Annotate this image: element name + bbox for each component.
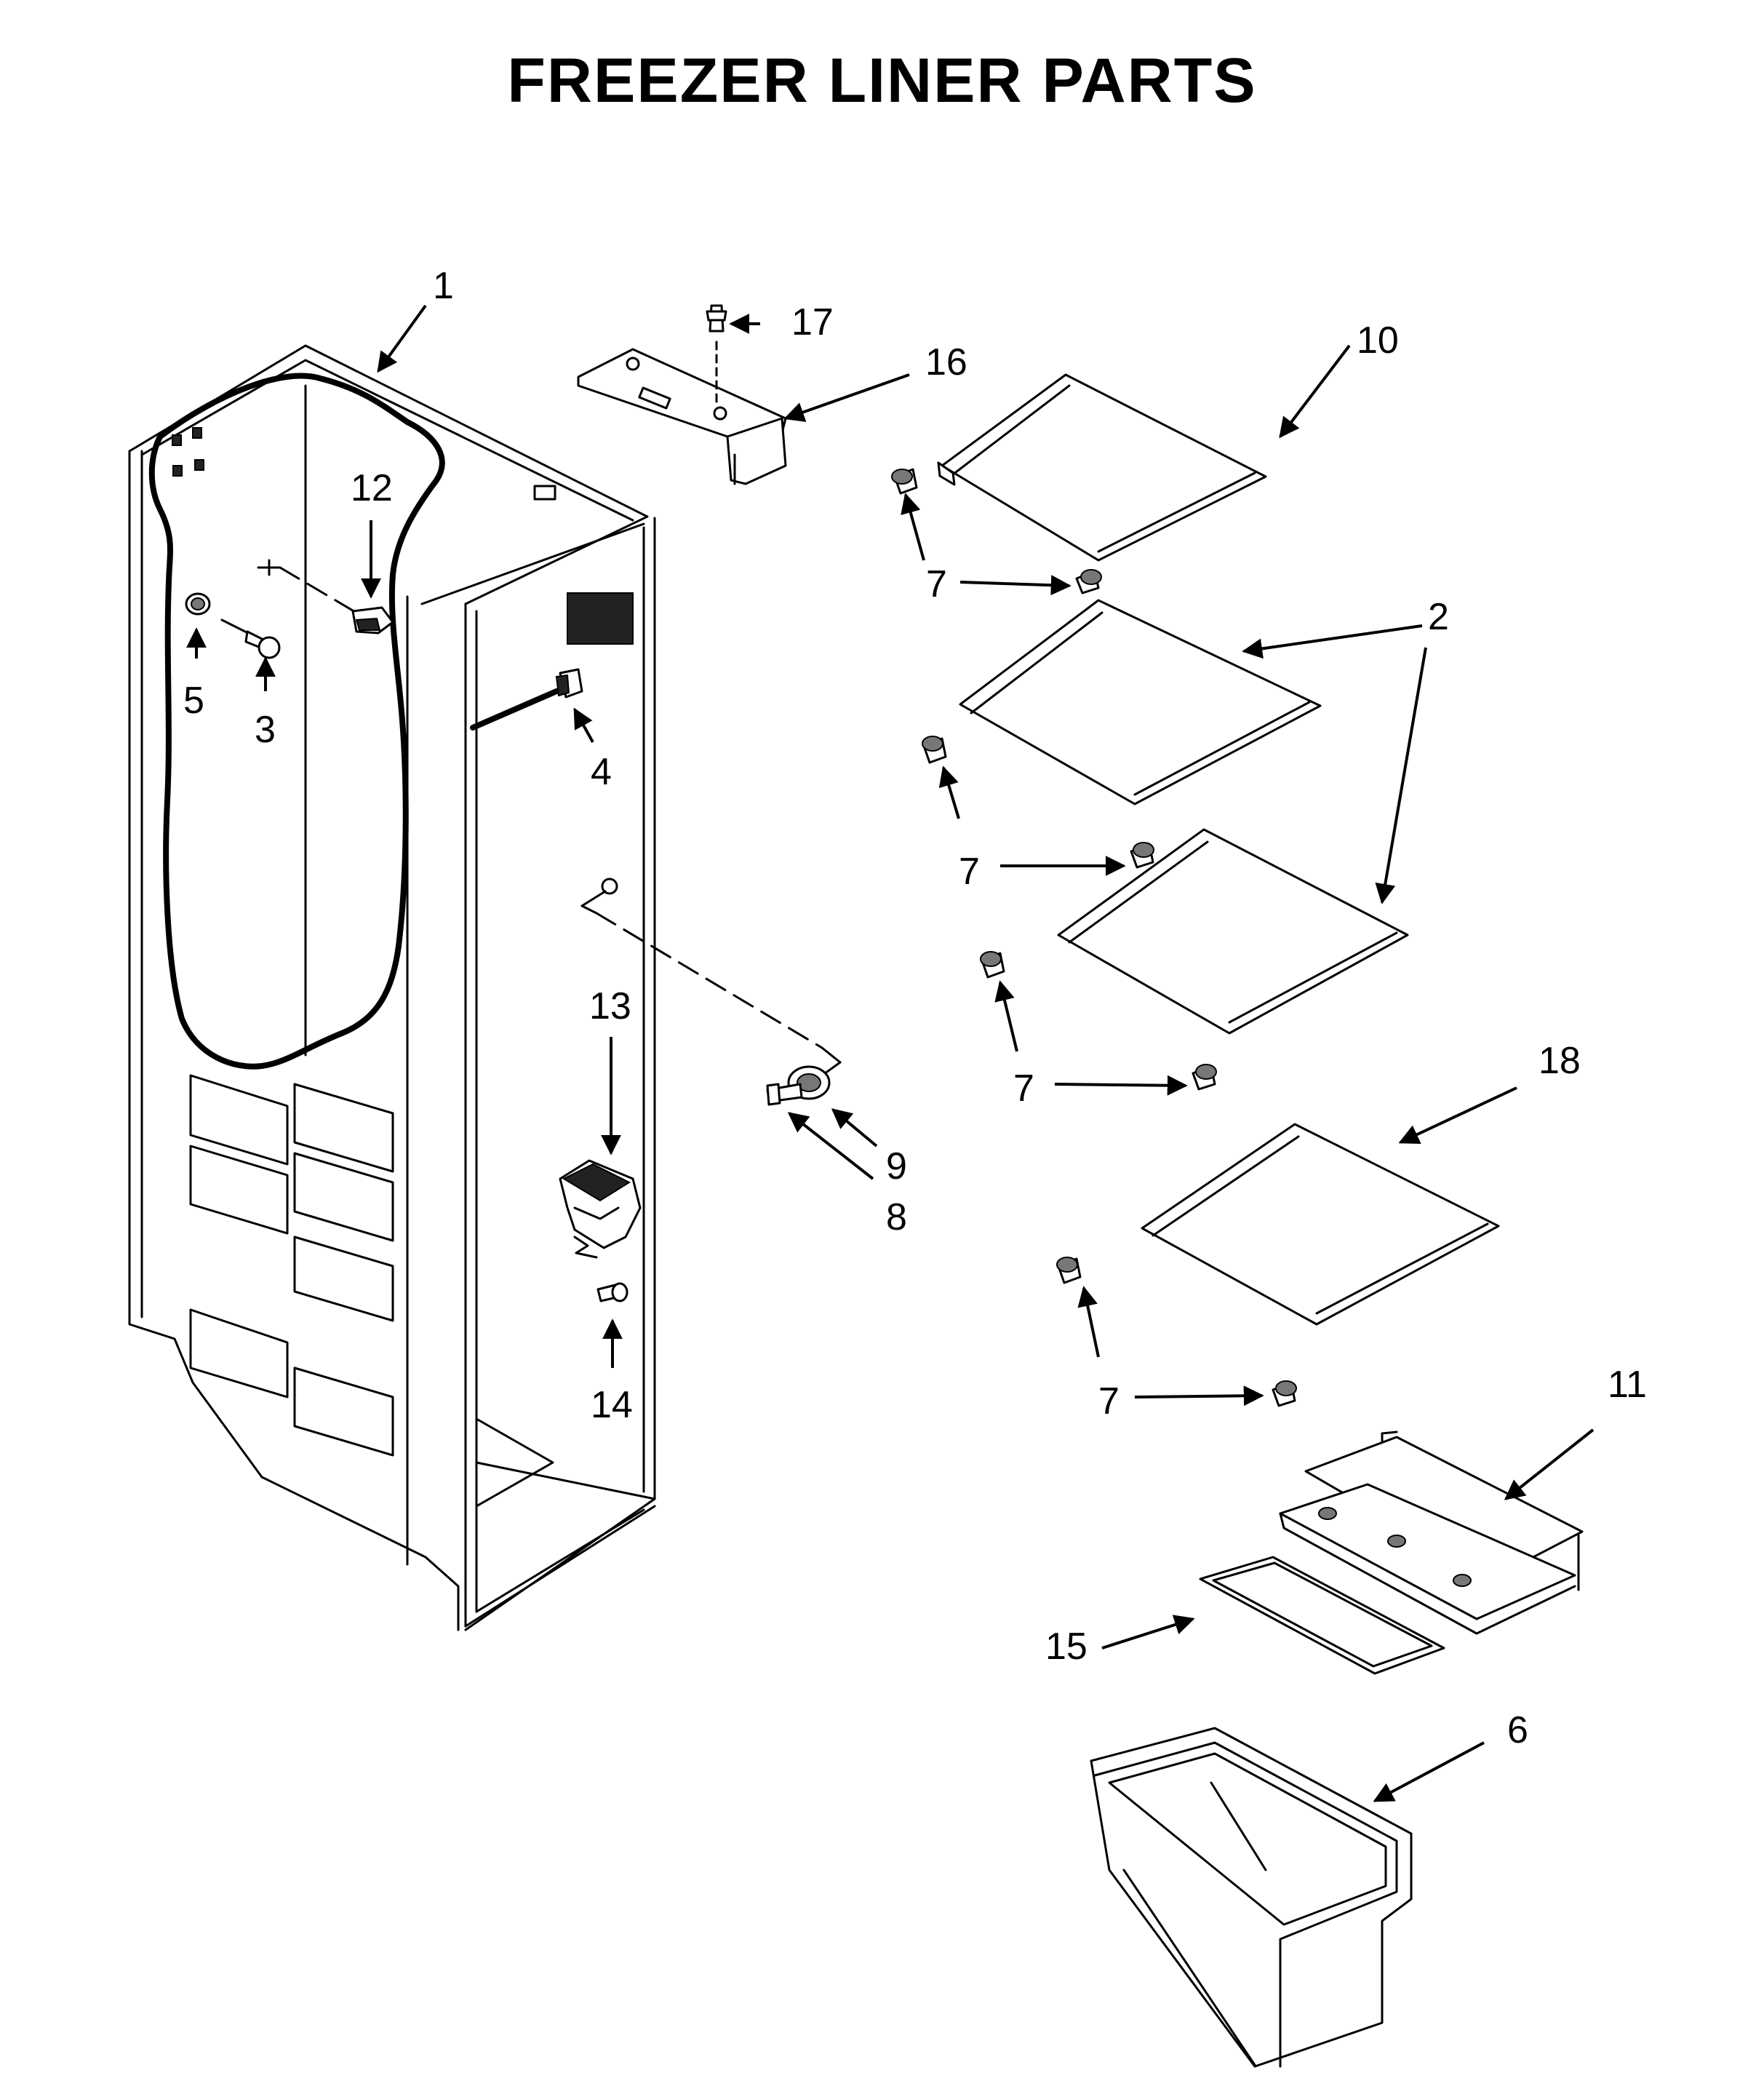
callout-9: 9 xyxy=(886,1145,907,1187)
callout-1: 1 xyxy=(433,265,454,307)
ice-bin xyxy=(1090,1727,1413,2068)
callout-7: 7 xyxy=(1013,1067,1034,1110)
screw-14 xyxy=(596,1282,628,1302)
callout-7: 7 xyxy=(1098,1380,1120,1423)
shelf-supports xyxy=(891,468,1297,1407)
shelf-2-upper xyxy=(959,599,1322,805)
callout-12: 12 xyxy=(351,467,393,509)
callout-7: 7 xyxy=(926,563,947,605)
clip-part xyxy=(257,559,394,634)
freezer-liner-cabinet xyxy=(128,344,656,1631)
callout-7: 7 xyxy=(959,851,980,893)
callout-3: 3 xyxy=(255,709,276,751)
callout-8: 8 xyxy=(886,1196,907,1238)
switch-part xyxy=(470,668,583,731)
vent-slots xyxy=(189,1074,394,1457)
insulation-outline xyxy=(148,373,445,1070)
drawer-frame xyxy=(1279,1431,1584,1635)
screw-17 xyxy=(706,304,727,409)
callout-10: 10 xyxy=(1357,319,1399,362)
callout-14: 14 xyxy=(591,1384,633,1426)
diagram-title: FREEZER LINER PARTS xyxy=(507,46,1257,116)
callout-11: 11 xyxy=(1608,1364,1647,1406)
rail-and-bolt xyxy=(580,878,842,1106)
shelf-support xyxy=(1075,569,1102,594)
shelf-support xyxy=(1272,1380,1297,1407)
shelf-10 xyxy=(937,373,1267,562)
shelf-support xyxy=(1192,1064,1217,1091)
bracket-part xyxy=(577,348,787,485)
shelf-support xyxy=(1130,842,1154,869)
lamp-socket xyxy=(185,592,211,616)
callout-arrows xyxy=(186,304,1595,1802)
glass-insert xyxy=(1199,1556,1445,1675)
callout-17: 17 xyxy=(791,301,834,343)
lamp-bulb xyxy=(220,618,281,659)
callout-labels: 1 2 3 4 5 6 7 7 7 7 7 8 9 10 11 12 13 14… xyxy=(183,265,1647,1751)
shelf-18 xyxy=(1141,1123,1500,1326)
shelf-support xyxy=(922,736,947,764)
callout-18: 18 xyxy=(1538,1040,1581,1082)
callout-13: 13 xyxy=(589,985,631,1027)
shelf-support xyxy=(1056,1257,1082,1284)
callout-6: 6 xyxy=(1507,1709,1528,1751)
callout-5: 5 xyxy=(183,680,204,722)
callout-15: 15 xyxy=(1045,1626,1087,1668)
shelf-support xyxy=(891,468,918,495)
callout-16: 16 xyxy=(925,341,967,383)
shelf-support xyxy=(980,951,1005,979)
cover-part xyxy=(559,1159,642,1259)
shelf-2-lower xyxy=(1057,828,1409,1035)
callout-2: 2 xyxy=(1428,596,1449,638)
callout-4: 4 xyxy=(591,751,612,793)
